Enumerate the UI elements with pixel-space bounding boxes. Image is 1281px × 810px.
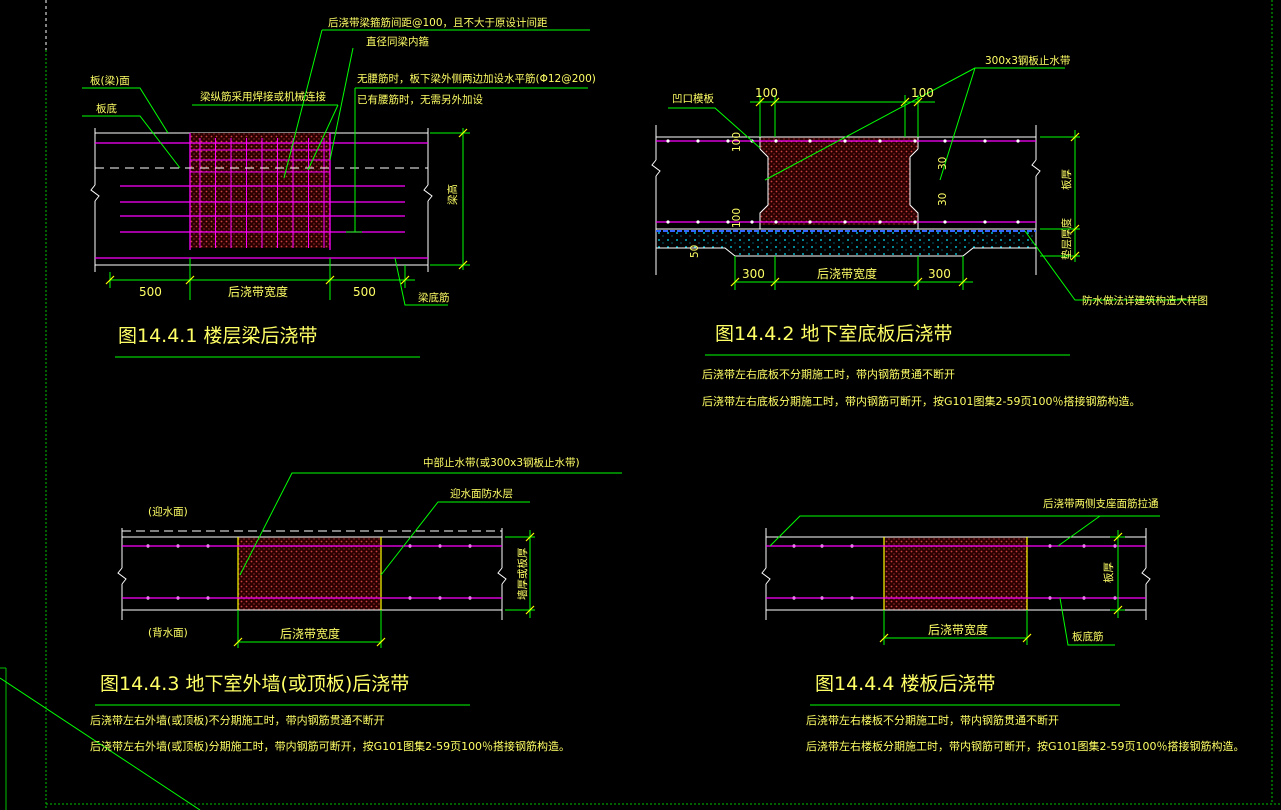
rebar-dot bbox=[943, 220, 947, 224]
rebar-dot bbox=[696, 220, 700, 224]
fig1-dim-right: 500 bbox=[353, 285, 376, 299]
cushion-gap bbox=[735, 248, 963, 256]
cushion-layer bbox=[656, 229, 1036, 248]
fig1-label-top-stirrup: 后浇带梁箍筋间距@100，且不大于原设计间距 bbox=[328, 16, 548, 29]
fig1-dimensions bbox=[109, 128, 470, 358]
fig2-dim-top-right: 100 bbox=[911, 86, 934, 100]
rebar-dot bbox=[774, 139, 778, 143]
fig3-label-waterproof-layer: 迎水面防水层 bbox=[450, 487, 513, 500]
rebar-dot bbox=[774, 220, 778, 224]
rebar-dot bbox=[750, 220, 754, 224]
post-pour-zone-floor bbox=[884, 537, 1027, 610]
rebar-dot bbox=[983, 139, 987, 143]
fig4-dim-ticks bbox=[879, 532, 1123, 643]
fig2-label-waterproof-note: 防水做法详建筑构造大样图 bbox=[1082, 294, 1208, 307]
figure-3-basement-wall: 中部止水带(或300x3钢板止水带) (迎水面) 迎水面防水层 (背水面) 墙厚… bbox=[90, 456, 622, 753]
fig2-dim-right: 300 bbox=[928, 267, 951, 281]
fig2-dim-left: 300 bbox=[742, 267, 765, 281]
stirrup-grid bbox=[190, 138, 330, 248]
rebar-dot bbox=[726, 139, 730, 143]
figure-4-floor-slab: 后浇带两侧支座面筋拉通 板厚 板底筋 后浇带宽度 图14.4.4 楼板后浇带 后… bbox=[761, 497, 1244, 753]
rebar-dot bbox=[843, 139, 847, 143]
fig1-label-beam-depth: 梁高 bbox=[446, 184, 459, 205]
floor-rebars bbox=[766, 545, 1146, 599]
wall-rebars bbox=[122, 545, 502, 599]
fig2-dim-50: 50 bbox=[689, 245, 701, 258]
fig3-label-thickness: 墙厚或板厚 bbox=[516, 547, 529, 600]
rebar-dot bbox=[983, 220, 987, 224]
fig4-label-support-bar: 后浇带两侧支座面筋拉通 bbox=[1043, 497, 1159, 510]
fig3-note-1: 后浇带左右外墙(或顶板)不分期施工时，带内钢筋贯通不断开 bbox=[90, 713, 385, 727]
fig1-title: 图14.4.1 楼层梁后浇带 bbox=[118, 325, 317, 347]
post-pour-zone-slab bbox=[760, 137, 918, 225]
fig2-dim-ticks bbox=[730, 97, 1080, 287]
fig1-label-stirrup-dia: 直径同梁内箍 bbox=[366, 35, 429, 48]
floor-outline bbox=[761, 528, 1151, 620]
rebar-dot bbox=[913, 139, 917, 143]
rebar-dot bbox=[808, 139, 812, 143]
fig2-dim-30-b: 30 bbox=[937, 193, 949, 206]
fig2-dim-top-left: 100 bbox=[755, 86, 778, 100]
post-pour-zone bbox=[190, 133, 330, 248]
fig4-note-1: 后浇带左右楼板不分期施工时，带内钢筋贯通不断开 bbox=[806, 713, 1059, 727]
fig3-title: 图14.4.3 地下室外墙(或顶板)后浇带 bbox=[100, 673, 409, 695]
rebar-dot bbox=[943, 139, 947, 143]
fig2-leaders bbox=[668, 67, 1200, 356]
fig1-label-no-waist: 无腰筋时，板下梁外侧两边加设水平筋(Φ12@200) bbox=[357, 72, 596, 85]
rebar-dot bbox=[878, 220, 882, 224]
slab-outline bbox=[651, 125, 1041, 275]
fig4-label-bottom-bar: 板底筋 bbox=[1072, 630, 1104, 643]
fig2-dim-vertical-1: 100 bbox=[731, 132, 743, 152]
fig1-label-board-bottom: 板底 bbox=[96, 102, 117, 115]
fig1-label-beam-bottom: 梁底筋 bbox=[418, 291, 450, 304]
fig1-label-long-bar: 梁纵筋采用焊接或机械连接 bbox=[200, 90, 326, 103]
fig4-dim-middle: 后浇带宽度 bbox=[928, 622, 988, 637]
fig2-note-1: 后浇带左右底板不分期施工时，带内钢筋贯通不断开 bbox=[702, 367, 955, 381]
fig3-label-mid-waterstop: 中部止水带(或300x3钢板止水带) bbox=[423, 456, 580, 469]
fig1-label-has-waist: 已有腰筋时，无需另外加设 bbox=[357, 93, 483, 106]
wall-outline bbox=[117, 528, 507, 620]
fig3-label-back-water: (背水面) bbox=[148, 626, 188, 639]
rebar-dot bbox=[726, 220, 730, 224]
fig2-title: 图14.4.2 地下室底板后浇带 bbox=[715, 323, 952, 345]
fig4-note-2: 后浇带左右楼板分期施工时，带内钢筋可断开，按G101图集2-59页100％搭接钢… bbox=[806, 739, 1244, 753]
fig3-label-face-water: (迎水面) bbox=[148, 506, 188, 518]
fig1-dim-ticks bbox=[105, 128, 468, 285]
fig3-note-2: 后浇带左右外墙(或顶板)分期施工时，带内钢筋可断开，按G101图集2-59页10… bbox=[90, 739, 570, 753]
fig2-label-cushion: 垫层厚度 bbox=[1060, 218, 1073, 260]
fig2-label-steel-plate: 300x3钢板止水带 bbox=[985, 54, 1070, 67]
fig4-label-slab-thick: 板厚 bbox=[1102, 562, 1115, 583]
fig1-dim-middle: 后浇带宽度 bbox=[228, 284, 288, 299]
rebar-dot bbox=[666, 139, 670, 143]
rebar-dot bbox=[808, 220, 812, 224]
rebar-dot bbox=[878, 139, 882, 143]
fig1-label-board-top: 板(梁)面 bbox=[90, 74, 130, 87]
rebar-dot bbox=[1016, 220, 1020, 224]
fig4-title: 图14.4.4 楼板后浇带 bbox=[815, 673, 995, 695]
rebar-dot bbox=[696, 139, 700, 143]
figure-1-floor-beam: 后浇带梁箍筋间距@100，且不大于原设计间距 直径同梁内箍 梁纵筋采用焊接或机械… bbox=[82, 16, 596, 358]
fig3-leaders bbox=[95, 472, 622, 706]
fig2-label-slab-thick: 板厚 bbox=[1060, 169, 1073, 190]
fig4-leaders bbox=[769, 515, 1160, 706]
fig1-dim-left: 500 bbox=[139, 285, 162, 299]
fig2-dim-middle: 后浇带宽度 bbox=[817, 266, 877, 281]
fig2-note-2: 后浇带左右底板分期施工时，带内钢筋可断开，按G101图集2-59页100％搭接钢… bbox=[702, 394, 1140, 408]
rebar-dot bbox=[666, 220, 670, 224]
rebar-dot bbox=[843, 220, 847, 224]
rebar-dot bbox=[913, 220, 917, 224]
fig2-label-groove: 凹口模板 bbox=[672, 92, 714, 105]
post-pour-zone-wall bbox=[238, 537, 381, 610]
fig3-dim-middle: 后浇带宽度 bbox=[280, 626, 340, 641]
figure-2-basement-slab: 300x3钢板止水带 凹口模板 100 100 100 100 30 30 板厚… bbox=[146, 54, 1208, 600]
fig1-leaders bbox=[82, 29, 590, 306]
rebar-dot bbox=[1016, 139, 1020, 143]
fig2-dim-30-a: 30 bbox=[937, 157, 949, 170]
fig3-dim-ticks bbox=[233, 532, 535, 647]
fig2-dim-vertical-2: 100 bbox=[731, 208, 743, 228]
